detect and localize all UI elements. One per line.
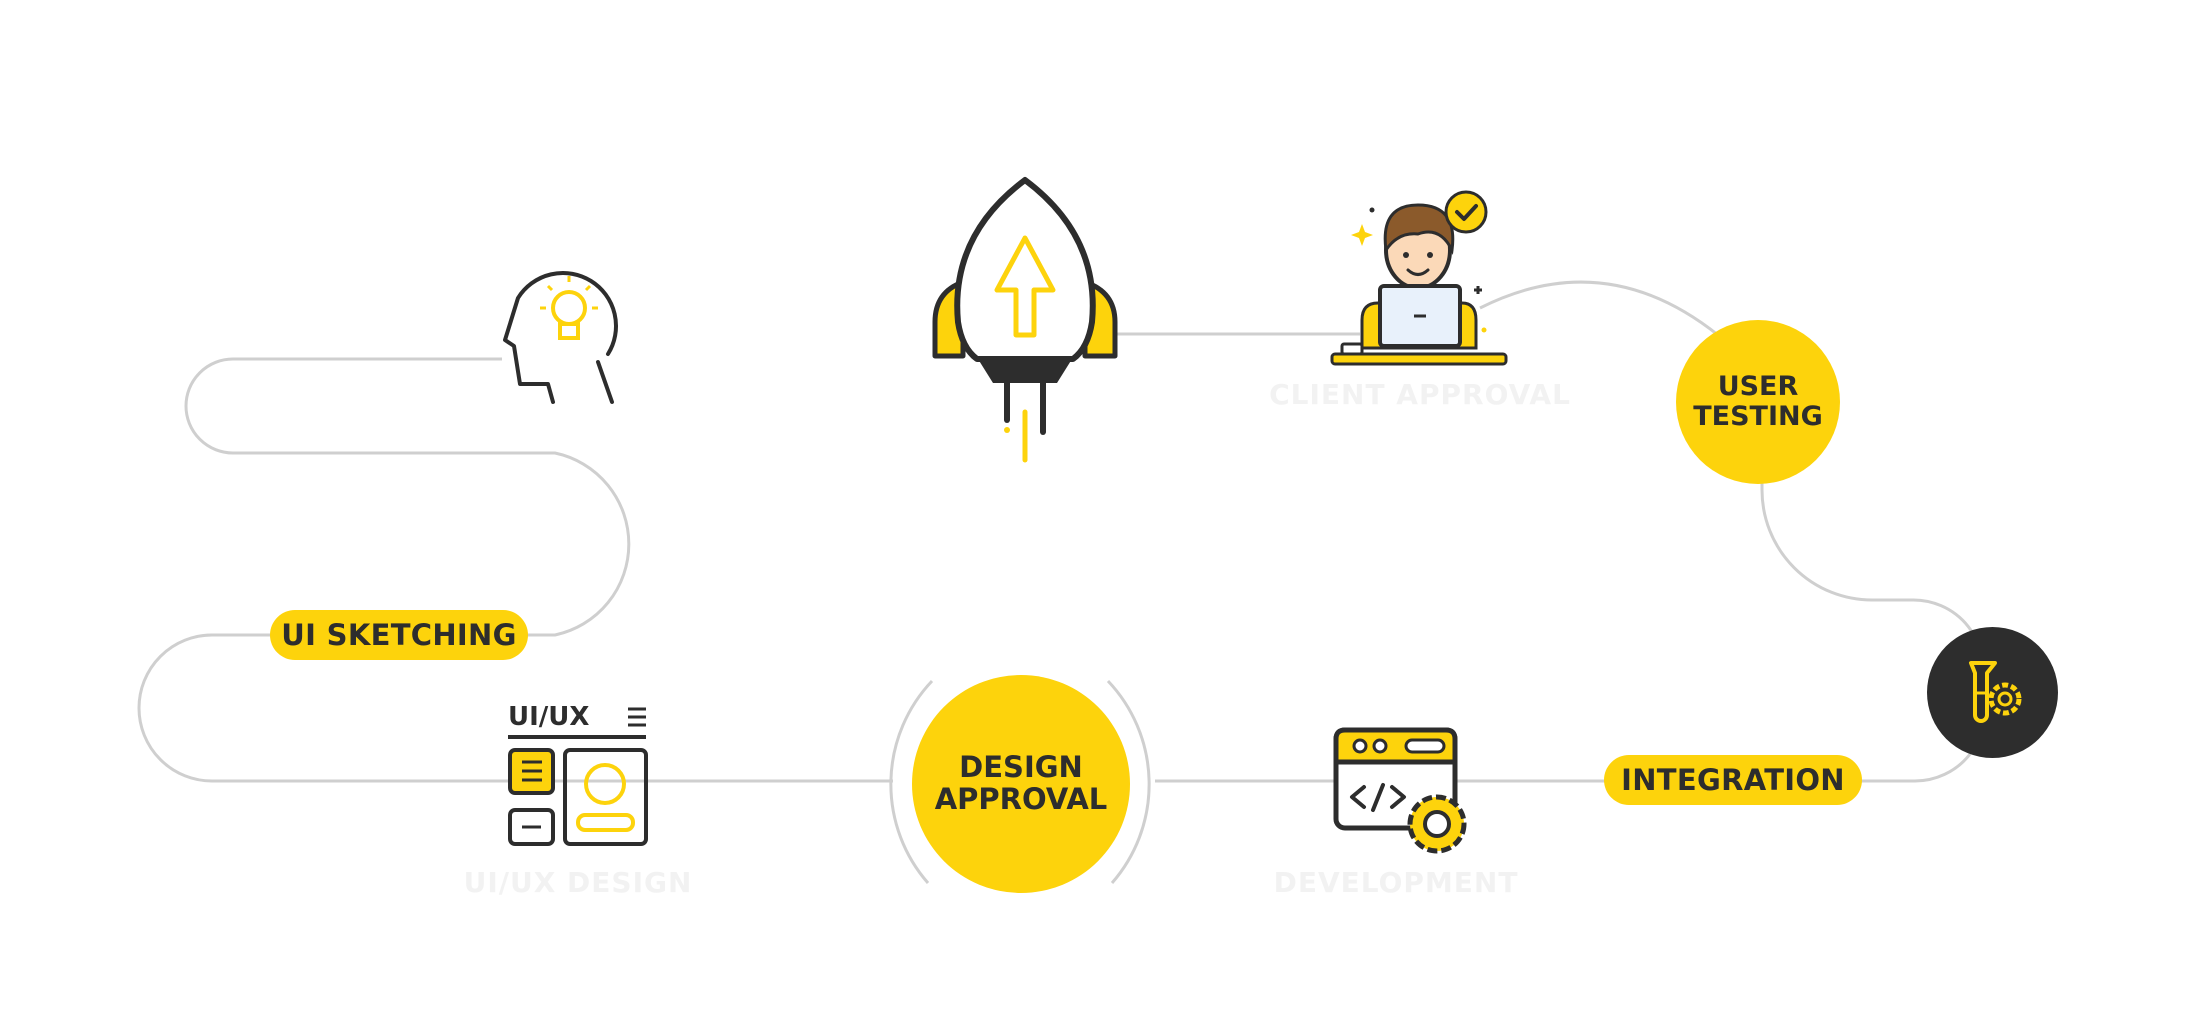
code-settings-icon — [1333, 727, 1467, 854]
design-approval-line-1: DESIGN — [959, 750, 1083, 785]
lab-test-badge — [1927, 627, 2058, 758]
faint-label-client-approval: CLIENT APPROVAL — [1269, 378, 1571, 411]
ui-ux-text: UI/UX — [508, 702, 589, 732]
user-testing-line-1: USER — [1717, 371, 1799, 403]
ui-ux-layout-icon: UI/UX — [508, 702, 648, 846]
faint-label-ui-ux-design: UI/UX DESIGN — [463, 866, 693, 899]
idea-head-icon — [503, 271, 618, 404]
design-approval-line-2: APPROVAL — [934, 782, 1108, 816]
developer-laptop-icon — [1330, 190, 1508, 366]
faint-label-development: DEVELOPMENT — [1273, 866, 1519, 899]
rocket-icon — [932, 177, 1118, 463]
step-integration: INTEGRATION — [1604, 755, 1862, 805]
step-integration-label: INTEGRATION — [1621, 763, 1845, 797]
user-testing-line-2: TESTING — [1693, 401, 1823, 432]
lab-test-icon — [1969, 661, 2022, 723]
step-design-approval: DESIGN APPROVAL — [912, 675, 1130, 893]
step-ui-sketching: UI SKETCHING — [270, 610, 528, 660]
step-user-testing: USER TESTING — [1676, 320, 1840, 484]
step-ui-sketching-label: UI SKETCHING — [281, 618, 517, 652]
